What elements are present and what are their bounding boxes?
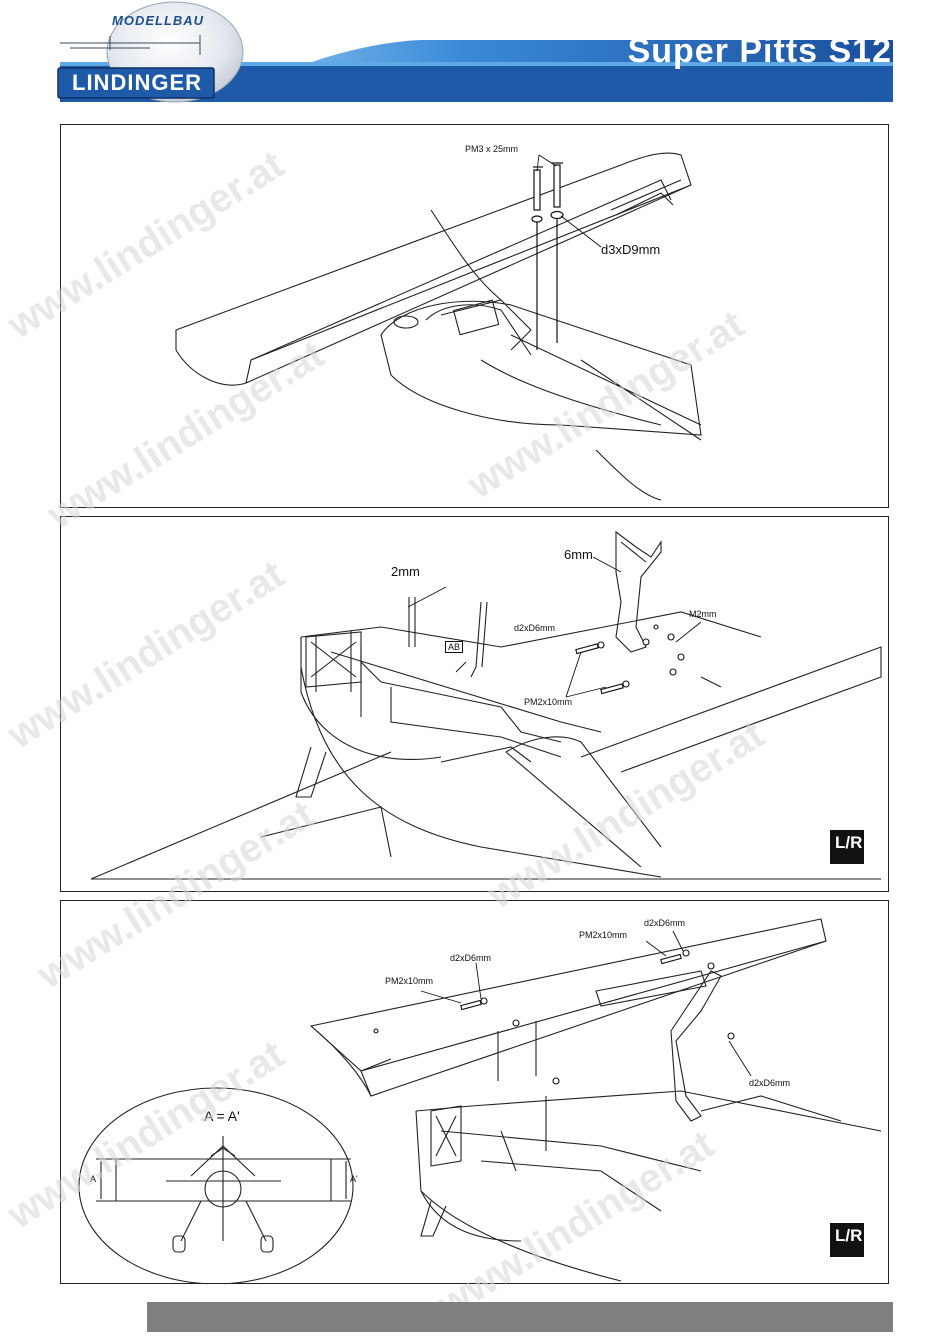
left-right-badge: L/R [830,1223,864,1257]
screw-size-label: PM3 x 25mm [465,144,518,154]
cabane-strut-illustration [61,517,889,892]
left-right-badge: L/R [830,830,864,864]
instruction-panel-2: 2mm AB 6mm d2xD6mm M2mm PM2x10mm L/R [60,516,889,892]
footer-bar [147,1302,893,1332]
instruction-panel-3: PM2x10mm d2xD6mm d2xD6mm PM2x10mm d2xD6m… [60,900,889,1284]
page-header: MODELLBAU LINDINGER Super Pitts S12 [0,0,950,110]
screw-top-label: PM2x10mm [579,930,627,940]
a-label: A [90,1174,96,1184]
washer-size-label: d3xD9mm [601,242,660,257]
plate-6mm-label: 6mm [564,547,593,562]
page-title: Super Pitts S12 [628,32,892,71]
badge-text: L/R [835,1226,862,1246]
logo-subtitle: MODELLBAU [112,13,204,28]
screw-mid-label: PM2x10mm [385,976,433,986]
a-prime-label: A' [350,1174,358,1184]
washer-label: d2xD6mm [514,623,555,633]
equation-label: A = A' [204,1108,240,1124]
nut-label: M2mm [689,609,717,619]
instruction-panel-1: PM3 x 25mm d3xD9mm [60,124,889,508]
washer-top-label: d2xD6mm [644,918,685,928]
wing-screw-illustration [61,125,889,508]
strut-2mm-label: 2mm [391,564,420,579]
washer-mid-label: d2xD6mm [450,953,491,963]
strut-ab-label: AB [445,641,463,653]
screw-label: PM2x10mm [524,697,572,707]
washer-right-label: d2xD6mm [749,1078,790,1088]
badge-text: L/R [835,833,862,853]
logo-wordmark: LINDINGER [62,70,212,96]
